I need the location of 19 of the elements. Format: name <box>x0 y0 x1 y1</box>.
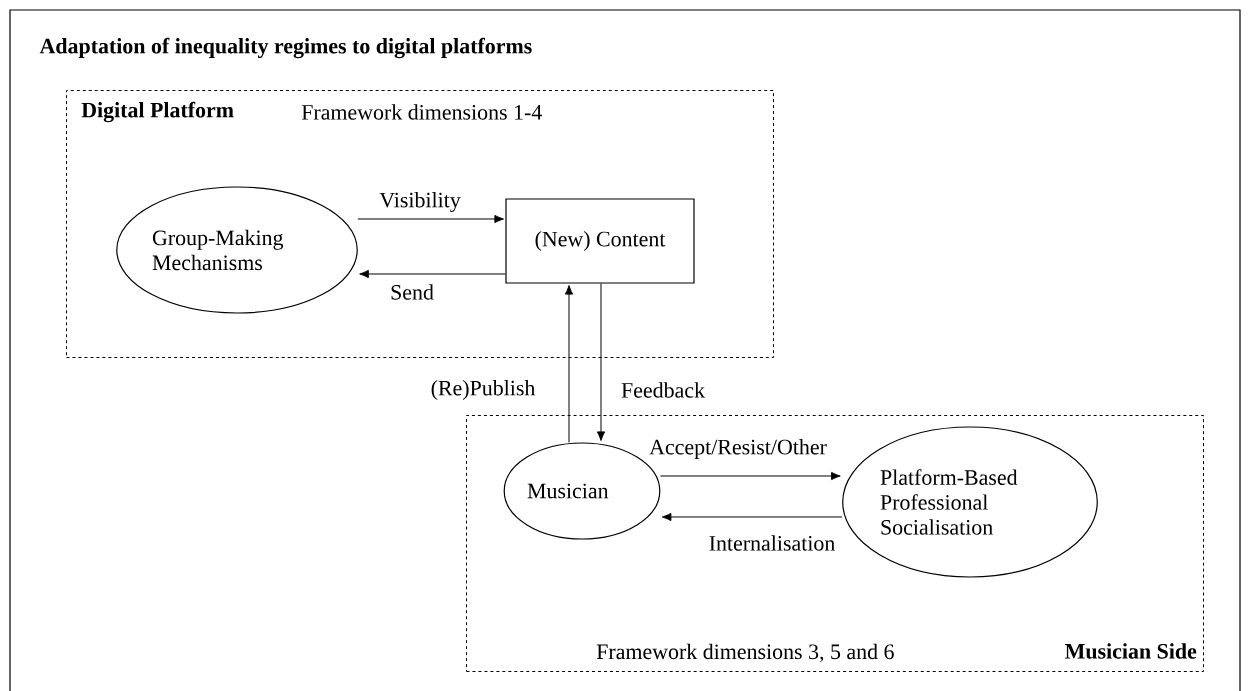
arrow <box>359 269 506 279</box>
arrow <box>564 285 574 443</box>
box-heading: Musician Side <box>1065 643 1197 659</box>
content-box: (New) Content <box>505 198 695 284</box>
title: Adaptation of inequality regimes to digital platforms <box>39 37 532 59</box>
box-note: Framework dimensions 3, 5 and 6 <box>596 643 894 663</box>
edge-label: Send <box>391 284 434 300</box>
arrow <box>357 214 504 224</box>
arrow <box>659 471 841 481</box>
edge-label: Internalisation <box>709 535 835 551</box>
box-note: Framework dimensions 1-4 <box>301 104 542 120</box>
ellipse-node: Group-Making Mechanisms <box>116 186 358 314</box>
edge-label: (Re)Publish <box>431 380 536 400</box>
edge-label: Visibility <box>379 192 461 212</box>
ellipse-node: Platform-Based Professional Socialisation <box>842 426 1098 578</box>
arrow <box>596 283 606 441</box>
box-heading: Digital Platform <box>81 101 234 123</box>
edge-label: Feedback <box>621 382 706 398</box>
arrow <box>661 512 843 522</box>
